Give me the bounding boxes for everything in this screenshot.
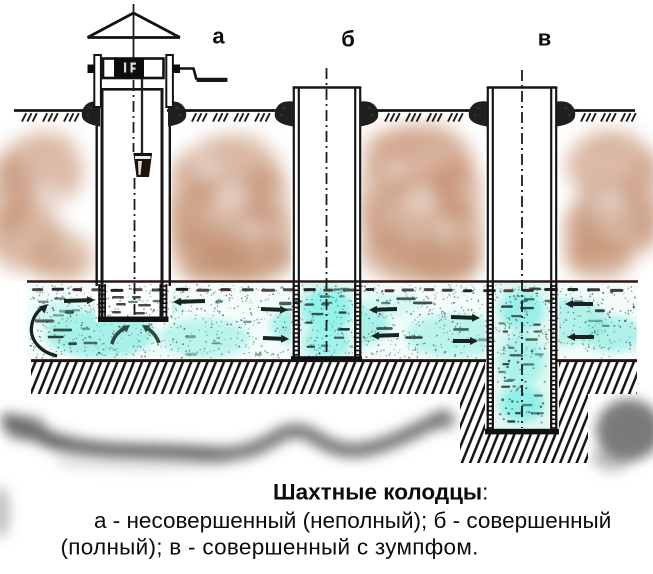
svg-text:а: а [212, 24, 225, 49]
svg-text:(полный); в - совершенный с зу: (полный); в - совершенный с зумпфом. [61, 535, 479, 560]
svg-text:в: в [538, 26, 552, 51]
svg-text:Шахтные колодцы:: Шахтные колодцы: [273, 480, 488, 505]
svg-text:а - несовершенный (неполный);: а - несовершенный (неполный); б - соверш… [94, 508, 611, 533]
svg-text:б: б [341, 27, 355, 52]
